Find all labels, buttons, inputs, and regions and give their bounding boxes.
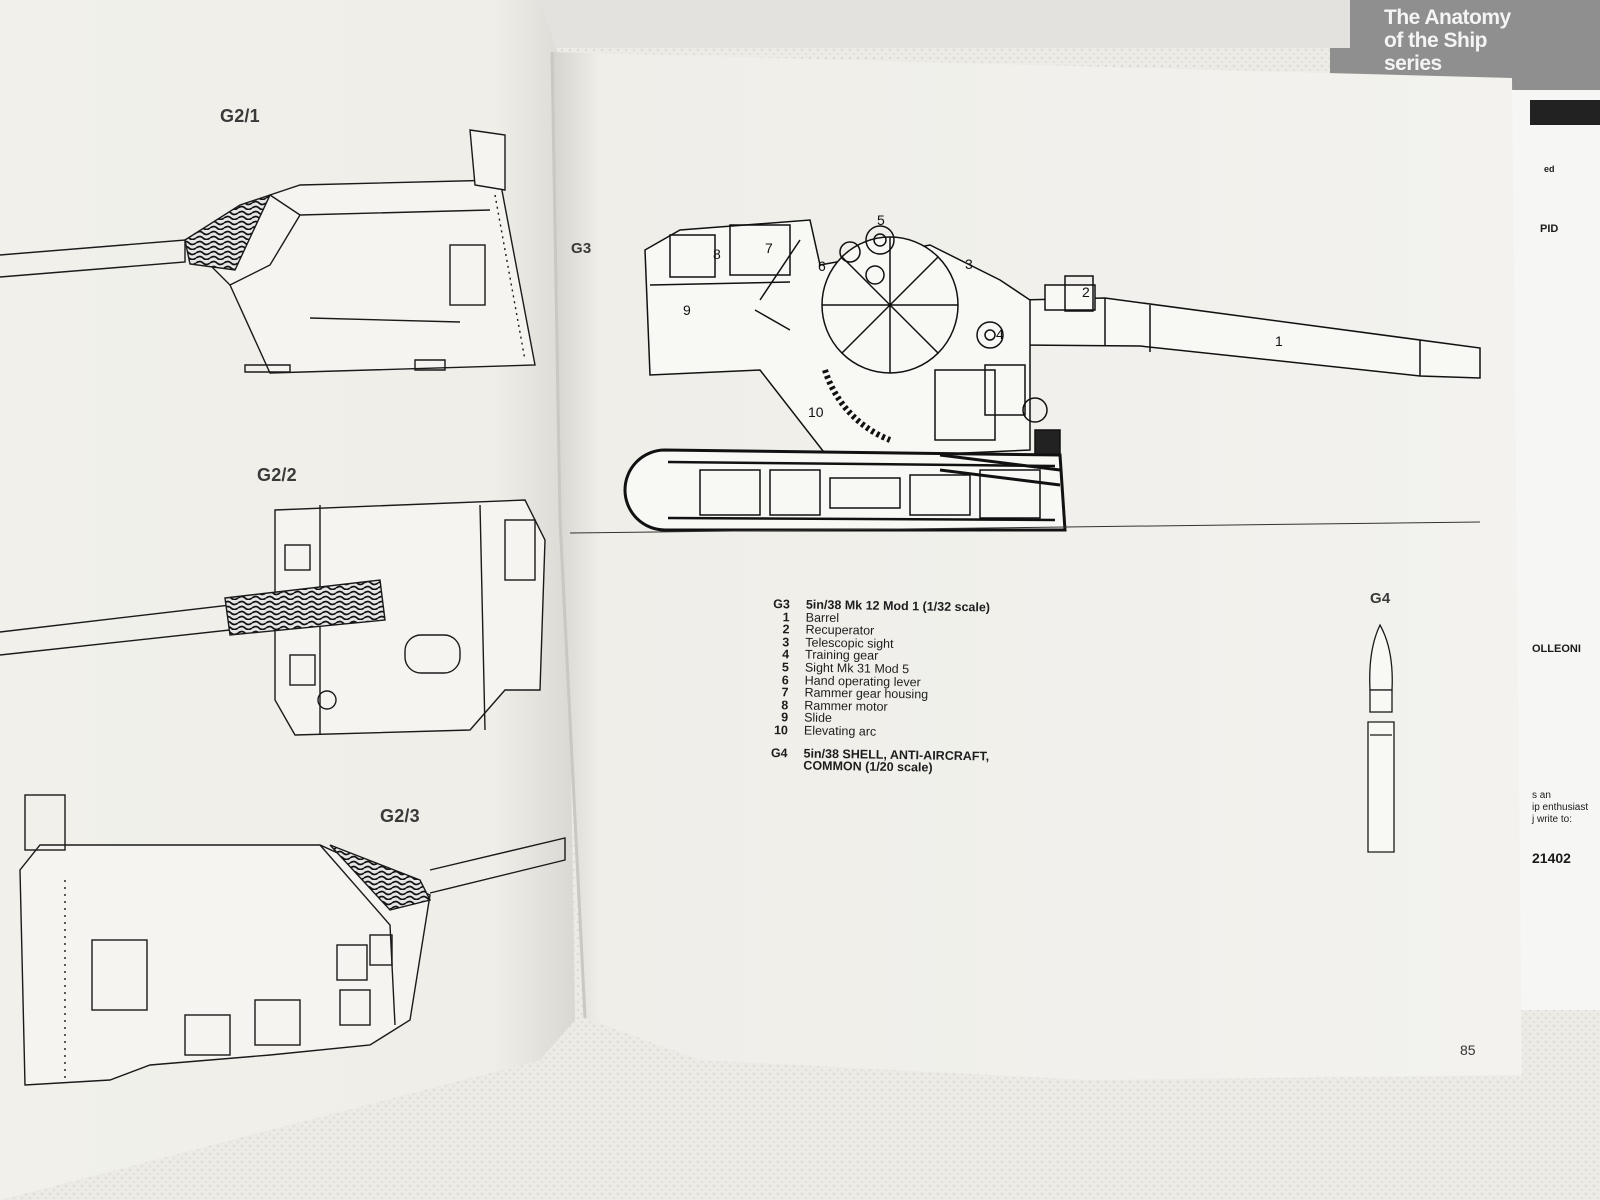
caption-item-num: 2 <box>782 622 790 637</box>
fig-label-g2-2: G2/2 <box>257 465 297 485</box>
g3-baseline <box>569 521 1481 534</box>
caption-item-num: 7 <box>781 685 789 700</box>
fig-label-g4: G4 <box>1370 590 1391 607</box>
fig-g2-1-drawing <box>0 129 536 374</box>
caption-g4-line2: COMMON (1/20 scale) <box>803 758 933 775</box>
callout-3: 3 <box>965 256 973 272</box>
back-page-fragment: s an <box>1532 790 1551 801</box>
cover-title-line: The Anatomy <box>1384 6 1511 29</box>
callout-8: 8 <box>713 246 721 262</box>
back-page-fragment: 21402 <box>1532 850 1571 866</box>
back-page-fragment: ed <box>1544 164 1555 174</box>
caption-item-num: 5 <box>781 660 790 675</box>
fig-label-g2-1: G2/1 <box>220 106 260 126</box>
back-page-fragment: j write to: <box>1532 814 1573 825</box>
page-number: 85 <box>1460 1042 1476 1058</box>
callout-5: 5 <box>877 212 885 228</box>
caption-item-text: Elevating arc <box>803 723 877 739</box>
cover-title-line: of the Ship <box>1384 29 1487 52</box>
back-page-fragment: ip enthusiast <box>1532 802 1589 813</box>
caption-g3-code: G3 <box>773 597 791 612</box>
fig-g4-drawing <box>1367 623 1395 853</box>
fig-label-g3: G3 <box>571 240 592 257</box>
caption-g4-code: G4 <box>770 745 788 760</box>
caption-item-num: 10 <box>773 723 789 738</box>
right-page <box>552 52 1522 1080</box>
callout-7: 7 <box>765 240 773 256</box>
callout-2: 2 <box>1082 284 1090 300</box>
back-page-fragment: OLLEONI <box>1532 643 1581 655</box>
fig-g3-drawing <box>623 219 1481 532</box>
fig-g2-3-drawing <box>19 794 566 1086</box>
callout-4: 4 <box>996 326 1004 342</box>
back-page-fragment: PID <box>1540 223 1559 235</box>
cover-title-line: series <box>1384 52 1442 70</box>
fig-label-g2-3: G2/3 <box>380 806 420 826</box>
callout-6: 6 <box>818 258 826 274</box>
back-book-page <box>1510 90 1600 1010</box>
cover-title: The Anatomy of the Ship series <box>1384 6 1511 70</box>
fig-g2-2-drawing <box>0 499 546 736</box>
callout-1: 1 <box>1275 333 1283 349</box>
callout-9: 9 <box>683 302 691 318</box>
callout-10: 10 <box>808 404 824 420</box>
